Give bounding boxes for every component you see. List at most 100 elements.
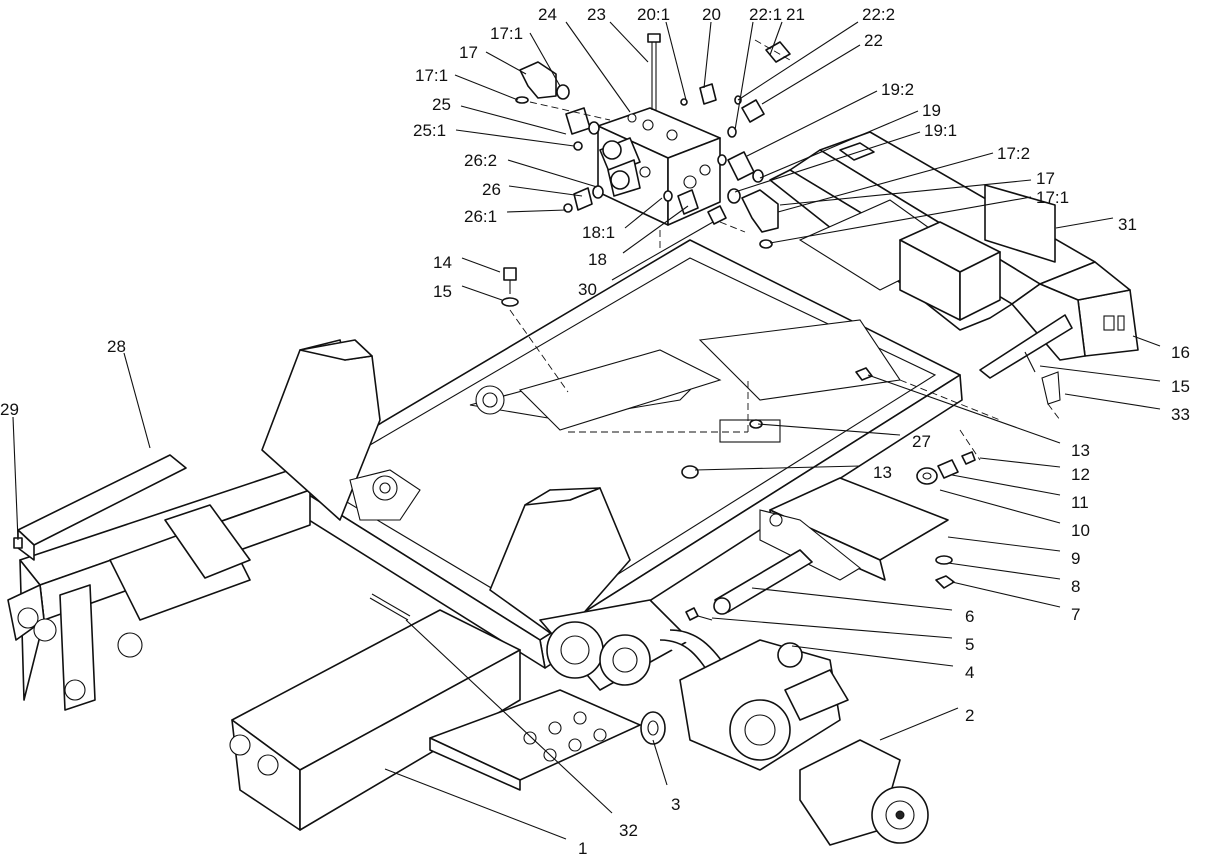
side-panel-31	[984, 184, 1056, 263]
leader-line-c172	[777, 152, 994, 213]
leader-line-c222	[737, 21, 859, 101]
leader-line-c13a	[867, 374, 1061, 444]
leader-line-c11	[951, 474, 1061, 496]
callout-c171a: 17:1	[490, 24, 523, 43]
transaxle-4	[679, 639, 849, 771]
axle-shaft-6	[713, 549, 813, 615]
callout-c7: 7	[1071, 605, 1080, 624]
front-rail-1	[229, 609, 521, 831]
callout-c8: 8	[1071, 577, 1080, 596]
leader-line-c19	[759, 110, 919, 179]
callout-c171c: 17:1	[1036, 188, 1069, 207]
leader-line-c1	[384, 768, 567, 840]
leader-line-c25	[460, 105, 567, 135]
callout-c172: 17:2	[997, 144, 1030, 163]
callout-c31: 31	[1118, 215, 1137, 234]
leader-line-c24	[565, 21, 631, 113]
callout-c11: 11	[1071, 493, 1089, 512]
leader-line-c261	[506, 209, 567, 213]
callout-c17b: 17	[1036, 169, 1055, 188]
leader-line-c22	[761, 44, 861, 105]
assembly-centerlines	[509, 39, 1061, 461]
callout-c23: 23	[587, 5, 606, 24]
leader-line-c32	[405, 619, 613, 814]
callout-c28: 28	[107, 337, 126, 356]
callout-c33: 33	[1171, 405, 1190, 424]
seat-support-right	[489, 487, 631, 641]
leader-line-c33	[1064, 393, 1161, 410]
callout-c171b: 17:1	[415, 66, 448, 85]
callout-c27: 27	[912, 432, 931, 451]
leader-line-c20	[703, 21, 712, 89]
bracket-15-33	[979, 314, 1073, 405]
leader-line-c23	[609, 21, 649, 63]
valve-manifold-24	[597, 33, 721, 226]
leader-line-c29	[12, 416, 19, 541]
leader-line-c4	[791, 645, 954, 667]
callout-c17a: 17	[459, 43, 478, 62]
wheel-hub-2	[799, 739, 929, 846]
callout-c19: 19	[922, 101, 941, 120]
callout-c222: 22:2	[862, 5, 895, 24]
callout-c262: 26:2	[464, 151, 497, 170]
callout-c2: 2	[965, 706, 974, 725]
callout-c29: 29	[0, 400, 19, 419]
leader-line-c15a	[461, 285, 503, 301]
callout-c14: 14	[433, 253, 452, 272]
leader-line-c16	[1132, 335, 1161, 347]
callout-c5: 5	[965, 635, 974, 654]
callout-c30: 30	[578, 280, 597, 299]
callout-c3: 3	[671, 795, 680, 814]
leader-line-c12	[979, 457, 1061, 468]
callout-c13a: 13	[1071, 441, 1090, 460]
leader-line-c7	[951, 581, 1061, 608]
leader-line-c171a	[529, 32, 561, 87]
callout-c251: 25:1	[413, 121, 446, 140]
leader-line-c8	[947, 562, 1061, 580]
callout-c9: 9	[1071, 549, 1080, 568]
battery-box	[899, 221, 1001, 321]
callout-c10: 10	[1071, 521, 1090, 540]
callout-c261: 26:1	[464, 207, 497, 226]
manifold-fittings	[515, 41, 791, 249]
leader-line-c31	[1055, 217, 1114, 229]
washer-3	[640, 711, 666, 745]
leader-line-c26	[508, 185, 583, 197]
callout-c1: 1	[578, 839, 587, 858]
leader-line-c17a	[485, 51, 527, 75]
leader-line-c3	[652, 739, 668, 786]
small-bolt-5	[685, 607, 713, 621]
leader-line-c192	[746, 90, 878, 157]
callout-c4: 4	[965, 663, 974, 682]
leader-line-c201	[665, 21, 687, 101]
leader-line-c18	[622, 205, 689, 254]
leader-line-c21	[769, 21, 783, 56]
callout-c32: 32	[619, 821, 638, 840]
leader-line-c171b	[454, 74, 519, 101]
leader-line-c191	[734, 131, 921, 193]
callout-c15b: 15	[1171, 377, 1190, 396]
callout-c18: 18	[588, 250, 607, 269]
footrest-plate	[429, 689, 641, 791]
callout-c6: 6	[965, 607, 974, 626]
leader-line-c9	[947, 536, 1061, 552]
leader-line-c30	[611, 221, 714, 281]
rear-mount-plate-9	[759, 477, 949, 581]
leader-line-c171c	[769, 196, 1032, 244]
callout-c12: 12	[1071, 465, 1090, 484]
leader-line-c262	[507, 159, 598, 188]
pin-32	[369, 593, 411, 621]
rear-hardware-stack	[681, 367, 976, 589]
bolt-14-washer-15	[501, 267, 519, 307]
callout-c22: 22	[864, 31, 883, 50]
leader-line-c251	[455, 129, 575, 147]
callout-c26: 26	[482, 180, 501, 199]
callout-c181: 18:1	[582, 223, 615, 242]
seat-support-left	[261, 339, 421, 521]
callout-c20: 20	[702, 5, 721, 24]
leader-line-c10	[939, 489, 1061, 524]
leader-line-c221	[734, 21, 754, 131]
callout-c21: 21	[786, 5, 805, 24]
